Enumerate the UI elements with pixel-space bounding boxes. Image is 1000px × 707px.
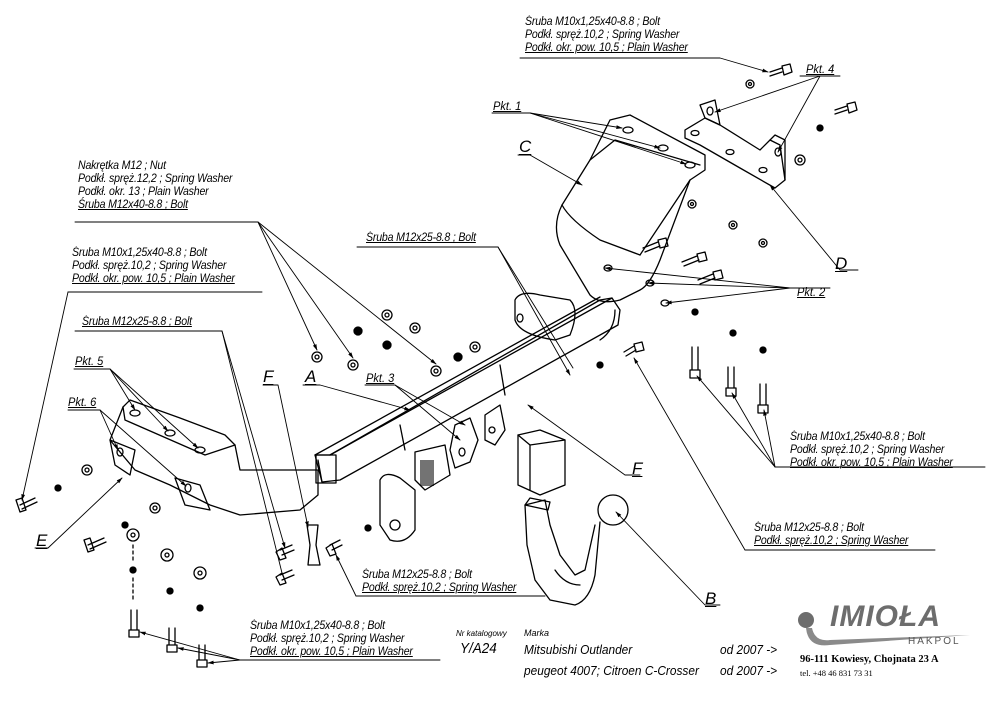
point-label-2: Pkt. 2 [797,285,826,299]
vehicle-model: peugeot 4007; Citroen C-Crosser [524,664,699,678]
callout-right-m12-bolt: Śruba M12x25-8.8 ; Bolt Podkł. spręż.10,… [754,522,908,548]
catalog-number-value: Y/A24 [460,640,497,657]
callout-line: Podkł. okr. pow. 10,5 ; Plain Washer [72,273,235,285]
callout-bottom-left-bolt-set: Śruba M10x1,25x40-8.8 ; Bolt Podkł. sprę… [250,620,413,659]
callout-line: Śruba M12x25-8.8 ; Bolt [362,569,472,581]
callout-line: Śruba M10x1,25x40-8.8 ; Bolt [250,620,385,632]
part-label-f-right: F [632,459,643,478]
company-phone: tel. +48 46 831 73 31 [800,668,873,678]
callout-line: Śruba M12x40-8.8 ; Bolt [78,199,188,211]
callout-line: Podkł. spręż.10,2 ; Spring Washer [790,444,945,456]
callout-line: Śruba M12x25-8.8 ; Bolt [366,232,476,244]
callout-line: Podkł. spręż.10,2 ; Spring Washer [525,29,680,41]
callout-line: Podkł. spręż.10,2 ; Spring Washer [754,535,909,547]
callout-line: Podkł. okr. pow. 10,5 ; Plain Washer [250,646,413,658]
callout-left-nut-set: Nakrętka M12 ; Nut Podkł. spręż.12,2 ; S… [78,160,232,212]
part-label-c: C [519,137,532,156]
vehicle-model: Mitsubishi Outlander [524,643,633,657]
point-label-5: Pkt. 5 [75,354,104,368]
brand-name: IMIOŁA [830,600,941,633]
part-label-b: B [705,589,717,608]
hook-mount-plates [379,404,566,542]
vehicle-year: od 2007 -> [720,664,778,678]
point-label-6: Pkt. 6 [68,395,97,409]
callout-line: Śruba M12x25-8.8 ; Bolt [754,522,864,534]
callout-line: Podkł. spręż.10,2 ; Spring Washer [72,260,227,272]
vehicle-make-label: Marka [524,628,550,638]
callout-line: Śruba M10x1,25x40-8.8 ; Bolt [790,431,925,443]
callout-line: Śruba M10x1,25x40-8.8 ; Bolt [72,247,207,259]
callout-line: Podkł. okr. 13 ; Plain Washer [78,186,209,198]
hardware [15,63,858,668]
callout-line: Podkł. spręż.10,2 ; Spring Washer [362,582,517,594]
bracket-d [684,99,786,189]
ball-hook-b [524,494,629,606]
callout-left-bolt-set: Śruba M10x1,25x40-8.8 ; Bolt Podkł. sprę… [72,247,235,286]
point-label-1: Pkt. 1 [493,99,522,113]
callout-line: Śruba M10x1,25x40-8.8 ; Bolt [525,16,660,28]
company-address: 96-111 Kowiesy, Chojnata 23 A [800,654,939,665]
part-label-f-left: F [263,367,274,386]
part-label-d: D [835,254,848,273]
callout-line: Podkł. spręż.10,2 ; Spring Washer [250,633,405,645]
part-label-e: E [36,531,48,550]
callout-center-bottom-m12-bolt: Śruba M12x25-8.8 ; Bolt Podkł. spręż.10,… [362,569,516,595]
leader-lines [21,57,986,665]
vehicle-year: od 2007 -> [720,643,778,657]
callout-line: Podkł. okr. pow. 10,5 ; Plain Washer [790,457,953,469]
bracket-c [555,114,706,307]
point-label-4: Pkt. 4 [806,62,835,76]
callout-line: Podkł. okr. pow. 10,5 ; Plain Washer [525,42,688,54]
callout-top-right-bolt: Śruba M10x1,25x40-8.8 ; Bolt Podkł. sprę… [525,16,688,55]
point-label-3: Pkt. 3 [366,371,395,385]
catalog-number-label: Nr katalogowy [456,629,507,638]
left-bracket [109,399,319,516]
callout-left-m12-bolt: Śruba M12x25-8.8 ; Bolt [82,316,192,329]
crossbar-a [314,292,621,484]
callout-line: Śruba M12x25-8.8 ; Bolt [82,316,192,328]
callout-line: Podkł. spręż.12,2 ; Spring Washer [78,173,233,185]
part-label-a: A [305,367,317,386]
callout-line: Nakrętka M12 ; Nut [78,160,166,172]
callout-center-m12-bolt: Śruba M12x25-8.8 ; Bolt [366,232,476,245]
callout-right-bolt-set: Śruba M10x1,25x40-8.8 ; Bolt Podkł. sprę… [790,431,953,470]
brand-subname: HAKPOL [908,636,961,647]
brand-logo-mark [798,612,970,646]
